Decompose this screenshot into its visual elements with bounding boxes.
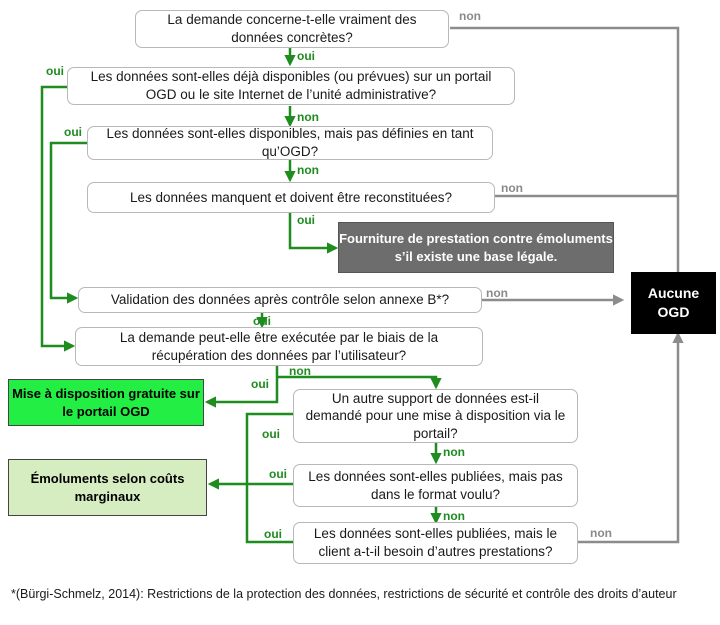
footnote: *(Bürgi-Schmelz, 2014): Restrictions de …: [11, 587, 677, 601]
connector-q3-oui: [49, 141, 87, 304]
question-user-retrieval: La demande peut-elle être exécutée par l…: [75, 327, 483, 366]
label-non-q8: non: [443, 509, 465, 523]
label-oui-q8: oui: [269, 467, 287, 481]
label-non-q6: non: [289, 364, 311, 378]
question-other-services: Les données sont-elles publiées, mais le…: [293, 522, 578, 564]
question-already-available: Les données sont-elles déjà disponibles …: [67, 67, 515, 105]
question-validation: Validation des données après contrôle se…: [78, 287, 482, 313]
question-not-defined-ogd: Les données sont-elles disponibles, mais…: [87, 126, 493, 160]
connector-q2-oui: [40, 85, 76, 352]
question-other-medium: Un autre support de données est-il deman…: [293, 389, 578, 443]
outcome-fee-based-service: Fourniture de prestation contre émolumen…: [338, 222, 614, 273]
connector-q1-non: [450, 26, 684, 285]
label-oui-q4: oui: [297, 213, 315, 227]
label-oui-q6: oui: [251, 377, 269, 391]
connector-q4-oui: [288, 212, 339, 254]
label-non-q5: non: [486, 286, 508, 300]
label-non-q4: non: [501, 181, 523, 195]
connector-q9-non: [578, 331, 684, 544]
label-oui-q5: oui: [253, 314, 271, 328]
question-missing-data: Les données manquent et doivent être rec…: [87, 182, 495, 213]
label-oui-q9: oui: [264, 527, 282, 541]
outcome-free-portal: Mise à disposition gratuite sur le porta…: [8, 379, 204, 426]
connector-q7-oui: [245, 412, 293, 544]
label-non-q7: non: [443, 445, 465, 459]
label-oui-q7: oui: [262, 427, 280, 441]
question-wrong-format: Les données sont-elles publiées, mais pa…: [293, 464, 578, 507]
label-non-q3: non: [297, 163, 319, 177]
connector-q6-non: [277, 375, 442, 390]
label-non-q2: non: [297, 110, 319, 124]
outcome-no-ogd: Aucune OGD: [631, 272, 716, 334]
question-concrete-data: La demande concerne-t-elle vraiment des …: [135, 10, 449, 48]
label-non-q1: non: [459, 9, 481, 23]
label-oui-q2: oui: [46, 64, 64, 78]
label-oui-q1: oui: [297, 49, 315, 63]
label-non-q9: non: [590, 526, 612, 540]
outcome-marginal-cost-fees: Émoluments selon coûts marginaux: [8, 459, 207, 516]
label-oui-q3: oui: [64, 125, 82, 139]
